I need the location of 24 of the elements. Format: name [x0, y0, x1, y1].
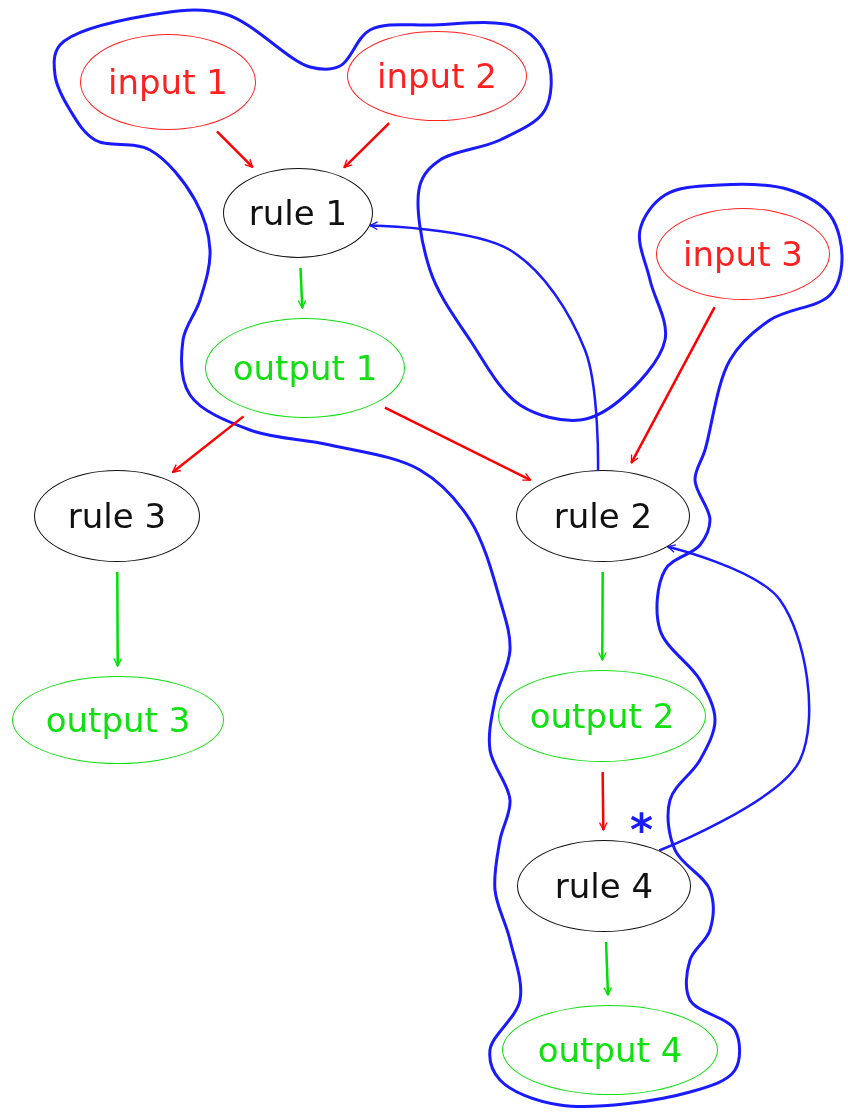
arrow — [343, 122, 391, 169]
arrow — [630, 306, 716, 464]
arrow — [369, 221, 600, 471]
node-label: output 4 — [537, 1030, 683, 1070]
arrow — [603, 941, 613, 996]
arrow — [597, 572, 607, 661]
arrow — [171, 415, 245, 474]
asterisk-mark: * — [630, 808, 653, 852]
node-label: output 3 — [45, 700, 191, 740]
node-label: rule 3 — [67, 496, 167, 536]
arrow — [216, 130, 254, 169]
arrow — [658, 544, 811, 852]
node-label: output 2 — [529, 696, 675, 736]
arrow — [598, 772, 608, 831]
arrow — [384, 406, 532, 482]
arrow — [113, 572, 123, 667]
node-label: input 1 — [108, 62, 228, 102]
node-label: input 2 — [377, 56, 497, 96]
node-label: output 1 — [232, 348, 378, 388]
node-label: rule 2 — [553, 496, 653, 536]
node-label: rule 1 — [248, 193, 348, 233]
node-label: rule 4 — [554, 866, 654, 906]
node-label: input 3 — [683, 234, 803, 274]
arrow — [297, 267, 307, 309]
